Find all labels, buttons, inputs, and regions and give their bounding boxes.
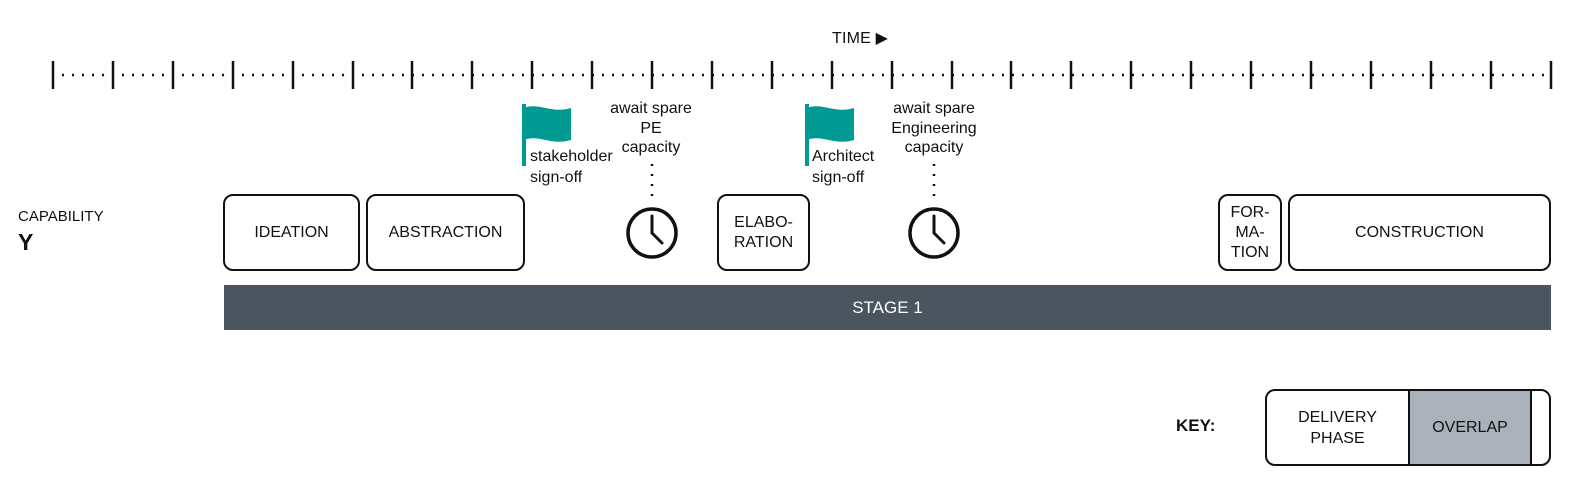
- await-pe-line1: await spare: [610, 100, 692, 117]
- phase-construction-label: CONSTRUCTION: [1355, 223, 1484, 241]
- key-delivery-phase: DELIVERY PHASE: [1267, 391, 1408, 464]
- timeline-ticks: [51, 61, 1553, 89]
- key-legend: DELIVERY PHASE OVERLAP: [1265, 389, 1551, 466]
- phase-abstraction: ABSTRACTION: [366, 194, 525, 271]
- capability-id: Y: [18, 229, 34, 255]
- stakeholder-signoff-label: stakeholder sign-off: [530, 146, 613, 188]
- phase-elaboration-label-line1: ELABO-: [734, 213, 793, 231]
- key-delivery-line1: DELIVERY: [1298, 408, 1377, 426]
- architect-signoff-line1: Architect: [812, 148, 875, 165]
- architect-signoff-label: Architect sign-off: [812, 146, 874, 188]
- await-pe-capacity-label: await spare PE capacity: [596, 99, 706, 158]
- await-pe-line3: capacity: [621, 139, 681, 156]
- time-axis-label: TIME ▶: [832, 30, 889, 47]
- capability-label: CAPABILITY: [18, 208, 104, 225]
- phase-abstraction-label: ABSTRACTION: [388, 223, 503, 241]
- phase-formation-label-line1: FOR-: [1230, 203, 1270, 221]
- phase-formation-label-line2: MA-: [1235, 223, 1265, 241]
- key-overlap-label: OVERLAP: [1432, 419, 1508, 436]
- await-eng-line2: Engineering: [891, 119, 977, 137]
- key-delivery-line2: PHASE: [1310, 429, 1365, 447]
- await-pe-line2: PE: [640, 119, 662, 137]
- clock-icon: [626, 164, 678, 259]
- await-engineering-capacity-label: await spare Engineering capacity: [874, 99, 994, 158]
- flag-icon: [522, 104, 571, 166]
- stakeholder-signoff-line2: sign-off: [530, 169, 583, 186]
- architect-signoff-line2: sign-off: [812, 169, 865, 186]
- clock-icon: [908, 164, 960, 259]
- stage-bar: STAGE 1: [224, 285, 1551, 330]
- timeline-ruler: [51, 61, 1553, 89]
- phase-formation-label-line3: TION: [1230, 243, 1270, 261]
- await-eng-line1: await spare: [893, 100, 975, 117]
- key-label: KEY:: [1176, 416, 1216, 435]
- phase-elaboration-label-line2: RATION: [733, 233, 794, 251]
- stage-label: STAGE 1: [852, 297, 923, 317]
- key-overlap: OVERLAP: [1408, 391, 1532, 464]
- phase-elaboration: ELABO- RATION: [717, 194, 810, 271]
- phase-ideation: IDEATION: [223, 194, 360, 271]
- await-eng-line3: capacity: [904, 139, 964, 156]
- phase-ideation-label: IDEATION: [254, 223, 329, 241]
- flag-icon: [805, 104, 854, 166]
- phase-construction: CONSTRUCTION: [1288, 194, 1551, 271]
- stakeholder-signoff-line1: stakeholder: [530, 148, 613, 165]
- phase-formation: FOR- MA- TION: [1218, 194, 1282, 271]
- key-tail: [1532, 391, 1549, 464]
